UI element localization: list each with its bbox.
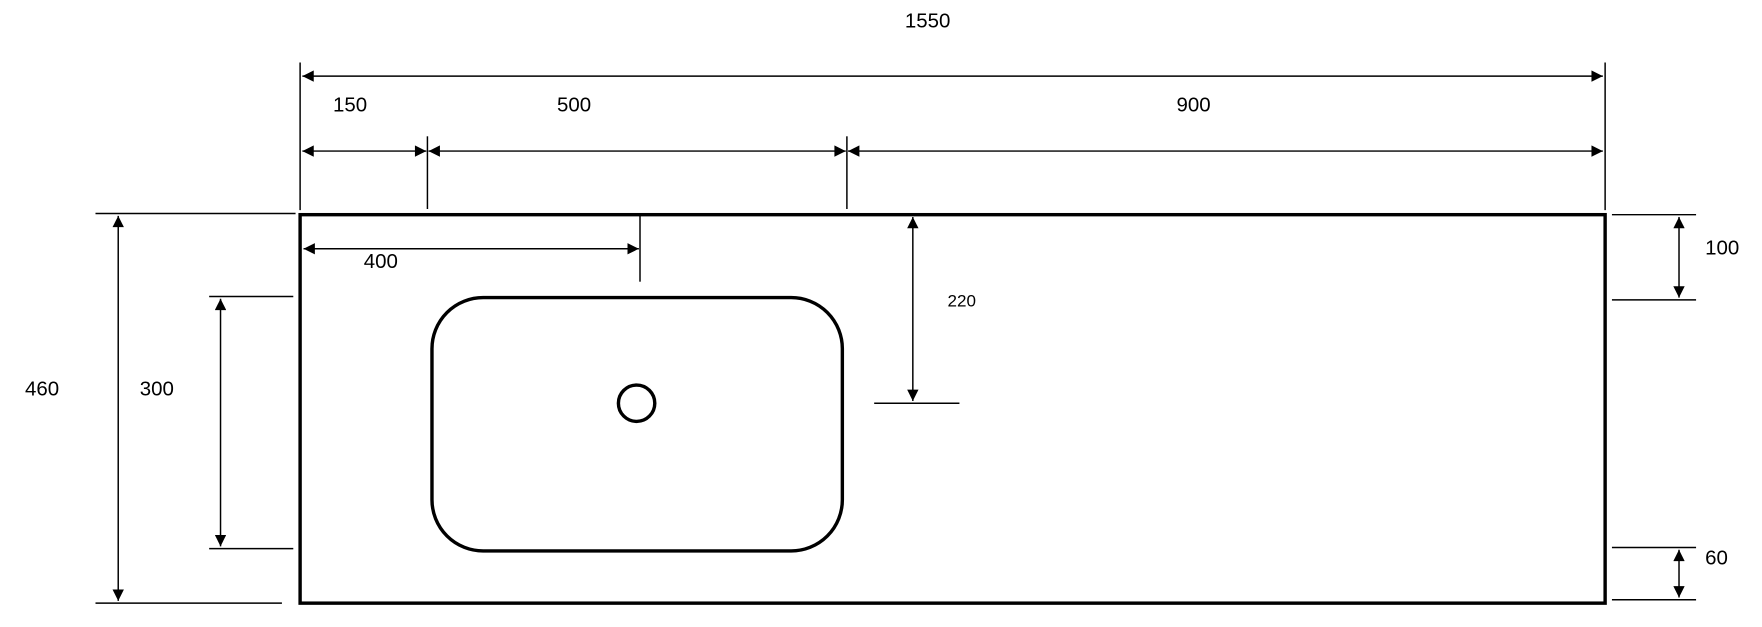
label-drain-depth: 220 [947,292,975,311]
label-sink-width: 500 [557,93,591,116]
label-overall-depth: 460 [25,377,59,400]
label-overall-width: 1550 [905,9,950,32]
label-left-offset: 150 [333,93,367,116]
drain-hole [616,383,657,424]
sink-bowl [430,295,845,553]
label-right-section: 900 [1177,93,1211,116]
label-front-margin: 60 [1705,547,1728,570]
label-drain-offset: 400 [364,250,398,273]
label-sink-depth: 300 [140,377,174,400]
label-back-margin: 100 [1705,236,1739,259]
countertop-outline [298,212,1607,605]
